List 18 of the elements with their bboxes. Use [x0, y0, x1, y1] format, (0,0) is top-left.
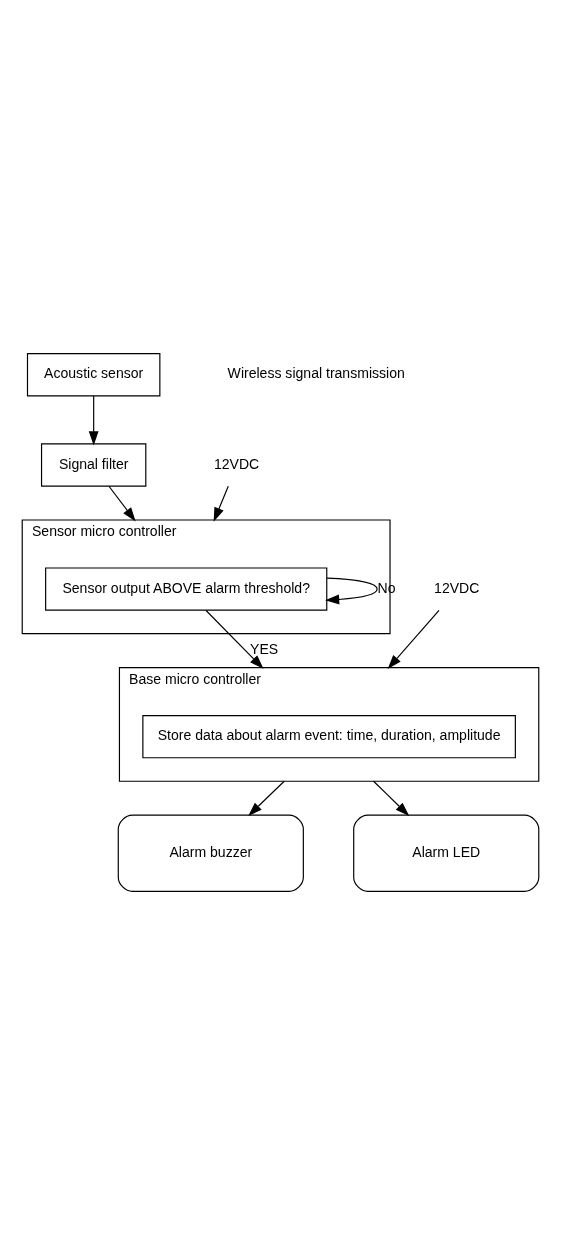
node-box: Alarm buzzer: [117, 814, 304, 892]
arrow: [387, 609, 440, 669]
node-box: Sensor output ABOVE alarm threshold?: [45, 567, 328, 611]
label: Wireless signal transmission: [227, 365, 405, 382]
edge-label: YES: [250, 641, 279, 658]
node-box: Store data about alarm event: time, duration, amplitude: [142, 715, 516, 759]
arrow: [325, 577, 378, 605]
arrow: [108, 485, 136, 522]
arrow: [88, 395, 99, 446]
node-box: Signal filter: [40, 443, 147, 487]
arrow: [372, 780, 410, 816]
node-box: Alarm LED: [353, 814, 540, 892]
node-text: 12VDC: [434, 579, 480, 596]
arrow: [213, 485, 229, 522]
node-box: Acoustic sensor: [26, 353, 161, 397]
node-text: 12VDC: [213, 455, 260, 472]
arrow: [248, 780, 285, 816]
arrow: [205, 609, 264, 669]
